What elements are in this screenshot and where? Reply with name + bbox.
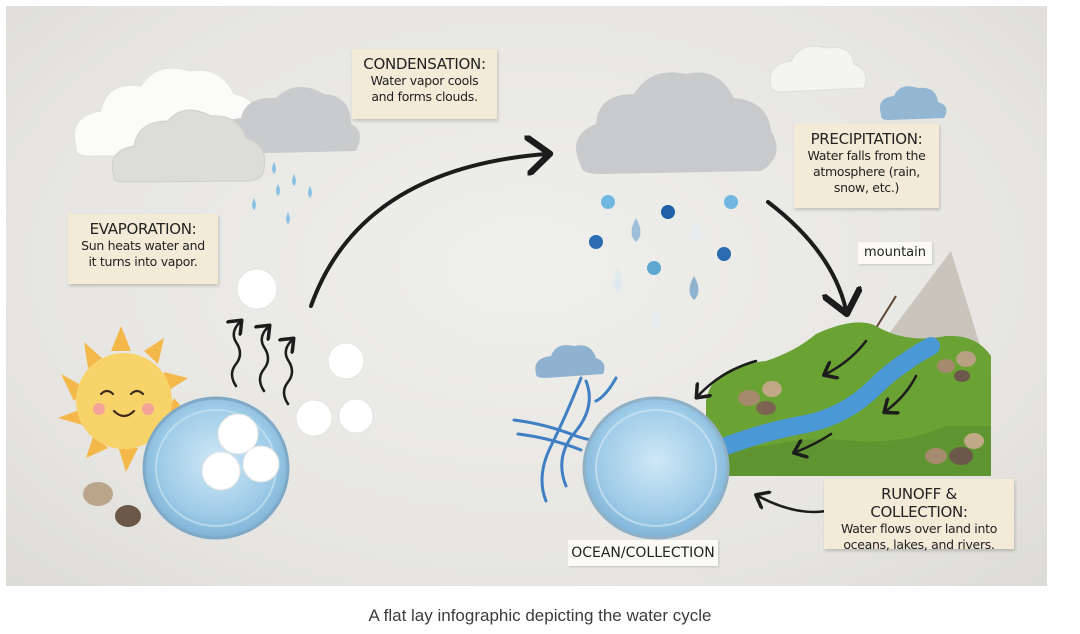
small-rain-cloud-icon: [535, 345, 605, 378]
precipitation-label: PRECIPITATION: Water falls from the atmo…: [794, 124, 939, 208]
precipitation-title: PRECIPITATION:: [810, 130, 923, 148]
beige-paper-cloud-icon: [111, 109, 266, 183]
runoff-text-line1: Water flows over land into: [840, 521, 998, 536]
evaporation-text-line2: it turns into vapor.: [88, 254, 198, 269]
felt-white-cloud-icon: [769, 45, 867, 93]
evaporation-label: EVAPORATION: Sun heats water and it turn…: [68, 214, 218, 284]
rain-beads-icon: [589, 195, 738, 275]
pebbles-icon: [83, 482, 141, 527]
image-caption: A flat lay infographic depicting the wat…: [368, 606, 712, 625]
infographic-canvas: CONDENSATION: Water vapor cools and form…: [6, 6, 1047, 586]
condensation-text-line2: and forms clouds.: [371, 89, 478, 104]
precipitation-cloud-icon: [576, 72, 777, 174]
rocks-icon: [738, 351, 984, 465]
cycle-arrow-up: [309, 154, 546, 308]
condensation-title: CONDENSATION:: [363, 55, 486, 73]
water-drops-icon: [252, 162, 312, 224]
evaporation-arrows-icon: [232, 322, 292, 406]
mountain-label: mountain: [858, 242, 932, 264]
raindrops-icon: [613, 218, 701, 330]
condensation-label: CONDENSATION: Water vapor cools and form…: [352, 49, 497, 119]
ocean-bowl-icon: [582, 396, 730, 540]
condensation-text-line1: Water vapor cools: [370, 73, 479, 88]
felt-blue-cloud-icon: [879, 86, 947, 120]
water-cycle-illustration: [58, 45, 991, 540]
runoff-text-line2: oceans, lakes, and rivers.: [843, 537, 995, 552]
runoff-collection-label: RUNOFF & COLLECTION: Water flows over la…: [824, 479, 1014, 552]
cotton-vapor-icon: [201, 268, 374, 491]
cycle-arrow-down: [766, 200, 846, 310]
runoff-arrows-icon: [698, 339, 918, 514]
precipitation-text-line1: Water falls from the: [807, 148, 926, 163]
evaporation-text-line1: Sun heats water and: [81, 238, 205, 253]
precipitation-text-line2: atmosphere (rain,: [813, 164, 920, 179]
gray-paper-cloud-icon: [214, 86, 360, 154]
runoff-title: RUNOFF & COLLECTION:: [870, 485, 968, 521]
precipitation-text-line3: snow, etc.): [833, 180, 900, 195]
evaporation-title: EVAPORATION:: [89, 220, 197, 238]
ocean-collection-label: OCEAN/COLLECTION: [568, 540, 718, 566]
river-icon: [717, 337, 940, 455]
